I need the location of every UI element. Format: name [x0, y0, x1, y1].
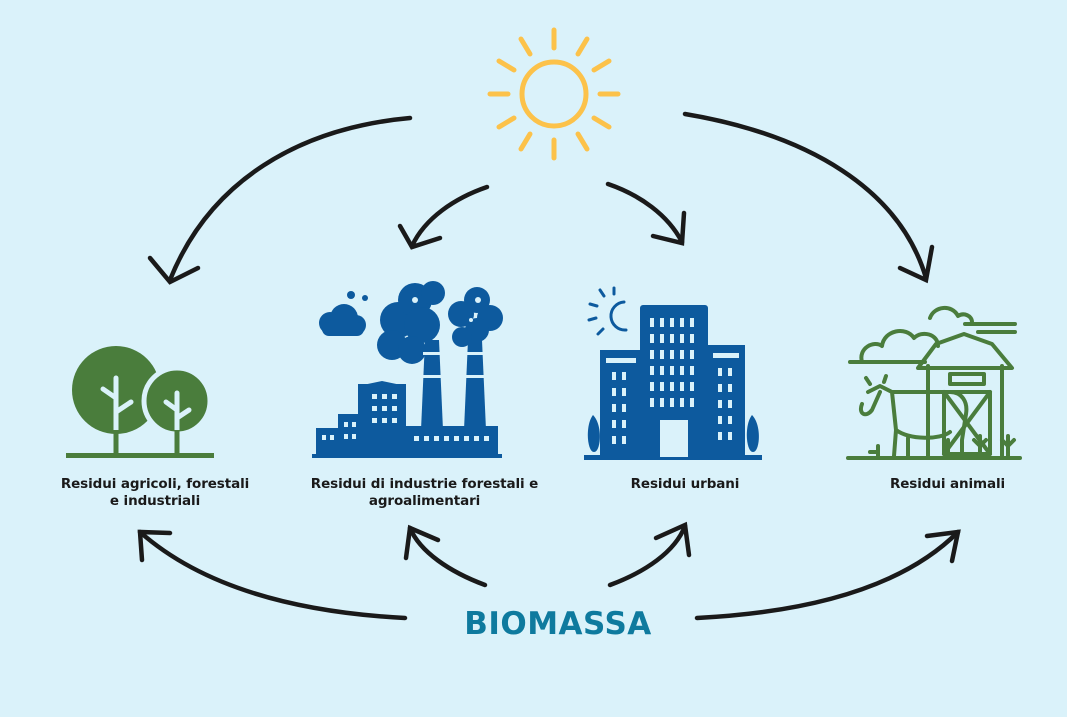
label-urban: Residui urbani	[630, 476, 740, 492]
arrows-top	[147, 111, 935, 285]
arrow-biomassa-to-agricultural	[137, 529, 408, 621]
diagram-title: BIOMASSA	[464, 606, 652, 642]
arrow-head	[897, 244, 935, 284]
arrow-sun-to-urban	[605, 181, 685, 245]
label-animal: Residui animali	[889, 476, 1006, 492]
arrow-sun-to-animal	[682, 111, 929, 281]
arrow-head	[650, 210, 687, 246]
arrow-head	[653, 521, 692, 558]
arrow-head	[924, 529, 961, 564]
arrow-biomassa-to-industrial	[407, 525, 488, 588]
city-icon	[584, 286, 762, 460]
city-windows	[612, 318, 732, 444]
factory-icon	[312, 281, 503, 458]
trees-icon	[66, 346, 214, 458]
farm-icon	[846, 306, 1022, 460]
arrow-head	[137, 529, 173, 563]
arrow-head	[397, 223, 443, 250]
label-agricultural: Residui agricoli, forestali e industrial…	[60, 476, 250, 509]
arrow-biomassa-to-urban	[607, 523, 688, 588]
arrow-biomassa-to-animal	[694, 529, 961, 621]
arrows-bottom	[137, 521, 961, 621]
arrow-head	[147, 255, 201, 285]
sun-icon	[487, 27, 621, 161]
arrow-sun-to-agricultural	[167, 115, 413, 283]
arrow-sun-to-industrial	[409, 184, 490, 249]
label-industrial: Residui di industrie forestali e agroali…	[310, 476, 539, 509]
arrow-head	[403, 524, 441, 561]
